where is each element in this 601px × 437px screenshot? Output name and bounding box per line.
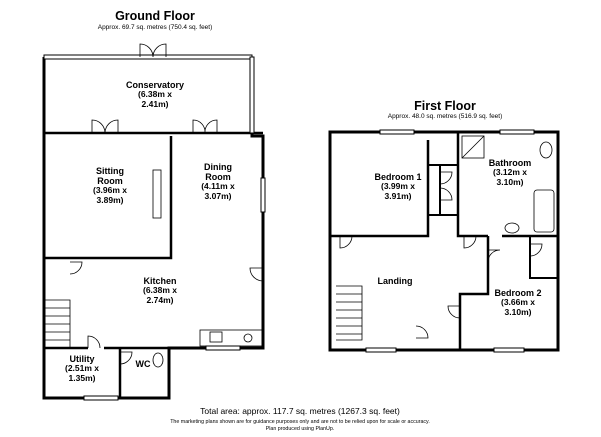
utility-window (83, 395, 119, 401)
bathroom-door (487, 249, 501, 263)
kitchen-dims-1: (6.38m x (142, 285, 178, 295)
bedroom-2-dims-2: 3.10m) (504, 306, 532, 317)
bedroom-1-dims-2: 3.91m) (384, 190, 412, 201)
bedroom-2-label: Bedroom 2 (3.66m x 3.10m) (478, 288, 558, 317)
landing-door (415, 325, 429, 339)
ground-floor-area: Approx. 69.7 sq. metres (750.4 sq. feet) (97, 24, 213, 31)
sitting-room-dims-1: (3.96m x (92, 185, 128, 195)
wc-toilet (152, 352, 164, 368)
bedroom-1-window (379, 129, 415, 135)
dining-room-label: Dining Room (4.11m x 3.07m) (178, 162, 258, 201)
conservatory-dims-1: (6.38m x (137, 89, 173, 99)
first-floor-outline (328, 130, 560, 352)
disclaimer-line-2: Plan produced using PlanUp. (265, 426, 335, 432)
hob (243, 333, 253, 343)
sitting-room-wall (44, 136, 173, 260)
disclaimer-line-1: The marketing plans shown are for guidan… (170, 419, 430, 425)
bedroom-2-wall (458, 236, 490, 350)
stairs-first (336, 285, 363, 341)
first-floor-area: Approx. 48.0 sq. metres (516.9 sq. feet) (387, 113, 503, 120)
kitchen-name: Kitchen (143, 276, 177, 286)
total-area: Total area: approx. 117.7 sq. metres (12… (200, 406, 400, 416)
conservatory-dims-2: 2.41m) (141, 98, 169, 109)
bathroom-window (499, 129, 535, 135)
conservatory-french-door (139, 43, 167, 58)
utility-label: Utility (2.51m x 1.35m) (46, 354, 118, 383)
dining-window (260, 177, 266, 213)
kitchen-label: Kitchen (6.38m x 2.74m) (110, 276, 210, 305)
cupboard-bed2 (529, 236, 558, 279)
utility-name: Utility (69, 354, 95, 364)
bedroom-1-dims-1: (3.99m x (380, 181, 416, 191)
conservatory-window-left (43, 54, 253, 60)
utility-dims-1: (2.51m x (64, 363, 100, 373)
landing-name: Landing (377, 276, 413, 286)
bedroom-1-label: Bedroom 1 (3.99m x 3.91m) (358, 172, 438, 201)
shower (461, 135, 485, 159)
ground-floor-title: Ground Floor (115, 9, 195, 23)
bathroom-toilet (539, 141, 553, 159)
conservatory-window-right (249, 56, 255, 134)
basin (504, 222, 520, 234)
bedroom-2-cupboard-door (529, 243, 543, 257)
bedroom-1-wall (330, 140, 430, 238)
utility-dims-2: 1.35m) (68, 372, 96, 383)
bathroom-name: Bathroom (488, 158, 532, 168)
wc-door (119, 351, 133, 365)
cupboard-walls (428, 164, 458, 216)
conservatory-label: Conservatory (6.38m x 2.41m) (100, 80, 210, 109)
dining-room-dims-1: (4.11m x (201, 181, 235, 191)
landing-window (365, 347, 397, 353)
bedroom-1-name: Bedroom 1 (374, 172, 422, 182)
fireplace (152, 169, 162, 219)
bedroom-2-door (447, 305, 461, 319)
bathroom-label: Bathroom (3.12m x 3.10m) (474, 158, 546, 187)
kitchen-door (69, 261, 83, 275)
sitting-room-name-1: Sitting (96, 166, 124, 176)
stairs-ground (44, 299, 71, 348)
kitchen-dims-2: 2.74m) (146, 294, 174, 305)
side-door (249, 267, 264, 282)
dining-french-door (192, 119, 218, 134)
bedroom-2-window (493, 347, 525, 353)
utility-door (87, 335, 101, 349)
wardrobe-door (439, 171, 453, 201)
dining-room-dims-2: 3.07m) (204, 190, 232, 201)
bathroom-dims-2: 3.10m) (496, 176, 524, 187)
sitting-room-dims-2: 3.89m) (96, 194, 124, 205)
kitchen-sink (209, 331, 223, 343)
bathroom-dims-1: (3.12m x (492, 167, 528, 177)
dining-room-name-1: Dining (204, 162, 232, 172)
kitchen-units (199, 329, 263, 347)
sitting-french-door (91, 119, 119, 134)
dining-room-name-2: Room (205, 172, 231, 182)
bedroom-2-dims-1: (3.66m x (500, 297, 536, 307)
bedroom-2-name: Bedroom 2 (494, 288, 542, 298)
sitting-room-name-2: Room (97, 176, 123, 186)
conservatory-name: Conservatory (125, 80, 185, 90)
landing-cupboard-door (463, 235, 477, 249)
first-floor-title: First Floor (414, 99, 476, 113)
bath (533, 189, 555, 233)
kitchen-window (205, 345, 241, 351)
wc-name: WC (135, 359, 151, 369)
bedroom-1-door (339, 235, 353, 249)
sitting-room-label: Sitting Room (3.96m x 3.89m) (70, 166, 150, 205)
